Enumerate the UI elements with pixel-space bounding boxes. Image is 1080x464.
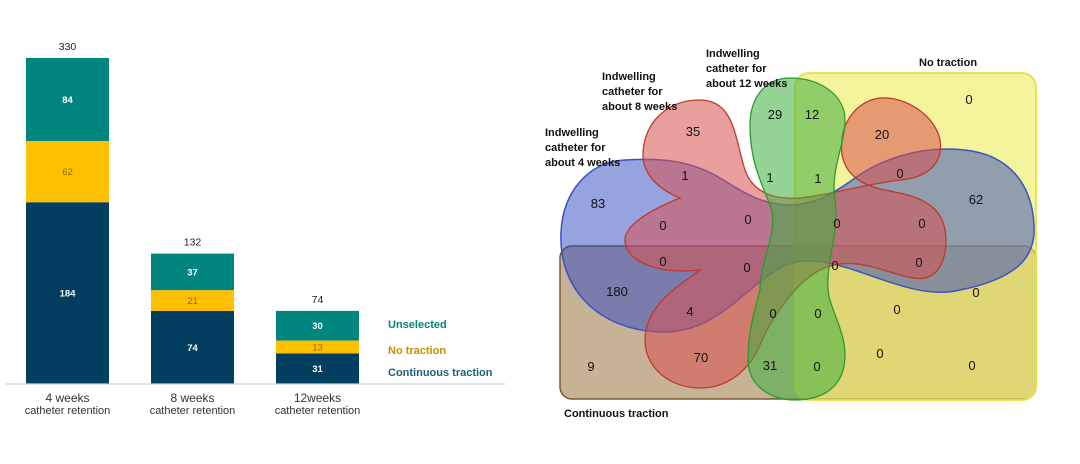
data-label-1-continuous-traction: 184: [60, 289, 77, 300]
bar-series-group: [26, 58, 359, 384]
x-tick-sublabel-1: catheter retention: [25, 405, 111, 417]
label-set-no-traction: No traction: [919, 57, 977, 69]
count-4w-8w-nt: 0: [896, 166, 903, 181]
bar-3-unselected: [276, 310, 359, 341]
label-set-continuous-traction: Continuous traction: [564, 408, 669, 420]
count-4w-nt: 62: [969, 192, 983, 207]
count-4w-12w-nt: 0: [833, 216, 840, 231]
bar-legend: Unselected No traction Continuous tracti…: [388, 319, 493, 379]
data-label-3-unselected: 30: [312, 321, 323, 332]
count-4w-12w-ct: 0: [659, 254, 666, 269]
count-4w-only: 83: [591, 196, 605, 211]
count-4w-12w-nt-ct: 0: [915, 255, 922, 270]
count-4w-ct: 180: [606, 284, 628, 299]
legend-unselected: Unselected: [388, 319, 447, 331]
bar-value-labels: 184 62 84 330 74 21 37 132 31 13 30 74: [59, 41, 324, 375]
bar-2-unselected: [151, 253, 234, 291]
set-12-weeks: [747, 77, 846, 401]
count-8w-12w: 1: [766, 170, 773, 185]
count-4w-8w-nt-ct: 0: [893, 302, 900, 317]
count-8w-nt: 20: [875, 127, 889, 142]
count-4w-8w: 1: [681, 168, 688, 183]
legend-continuous-traction: Continuous traction: [388, 367, 493, 379]
count-8w-12w-nt-ct: 0: [814, 306, 821, 321]
count-4w-8w-12w-ct: 0: [743, 260, 750, 275]
bar-1-unselected: [26, 58, 109, 141]
count-8w-12w-nt: 1: [814, 171, 821, 186]
total-label-2: 132: [184, 237, 202, 249]
bar-1-no-traction: [26, 140, 109, 203]
count-4w-12w: 0: [659, 218, 666, 233]
label-set-8-weeks: Indwelling catheter for about 8 weeks: [602, 71, 677, 113]
total-label-1: 330: [59, 41, 77, 53]
bar-1-continuous-traction: [26, 202, 109, 384]
x-tick-label-3: 12weeks: [294, 391, 341, 405]
data-label-1-no-traction: 62: [62, 167, 73, 178]
venn-region-counts: 83 35 29 12 0 20 1 1 1 0 62 0 0 0 0 0 0 …: [587, 92, 983, 374]
count-4w-8w-12w-nt: 0: [918, 216, 925, 231]
total-label-3: 74: [312, 294, 324, 306]
data-label-2-unselected: 37: [187, 267, 198, 278]
bar-3-continuous-traction: [276, 353, 359, 384]
count-8w-12w-ct: 0: [769, 306, 776, 321]
count-ct-only: 9: [587, 359, 594, 374]
bar-2-continuous-traction: [151, 310, 234, 384]
data-label-3-continuous-traction: 31: [312, 364, 323, 375]
count-12w-ct: 31: [763, 358, 777, 373]
count-all-five: 0: [831, 258, 838, 273]
bar-2-no-traction: [151, 290, 234, 311]
label-set-12-weeks: Indwelling catheter for about 12 weeks: [706, 48, 787, 90]
count-4w-8w-12w: 0: [744, 212, 751, 227]
x-tick-sublabel-2: catheter retention: [150, 405, 236, 417]
count-12w-nt-ct: 0: [813, 359, 820, 374]
count-4w-nt-ct: 0: [972, 285, 979, 300]
venn-diagram: Indwelling catheter for about 4 weeks In…: [545, 48, 1037, 420]
x-tick-label-1: 4 weeks: [45, 391, 89, 405]
data-label-2-continuous-traction: 74: [187, 343, 198, 354]
x-tick-sublabel-3: catheter retention: [275, 405, 361, 417]
count-8w-ct: 70: [694, 350, 708, 365]
count-8w-nt-ct: 0: [876, 346, 883, 361]
bar-3-no-traction: [276, 340, 359, 354]
count-12w-nt: 12: [805, 107, 819, 122]
data-label-1-unselected: 84: [62, 95, 73, 106]
label-set-4-weeks: Indwelling catheter for about 4 weeks: [545, 127, 620, 169]
data-label-3-no-traction: 13: [312, 342, 323, 353]
data-label-2-no-traction: 21: [187, 296, 198, 307]
x-tick-label-2: 8 weeks: [170, 391, 214, 405]
count-nt-only: 0: [965, 92, 972, 107]
count-nt-ct: 0: [968, 358, 975, 373]
legend-no-traction: No traction: [388, 345, 446, 357]
count-8w-only: 35: [686, 124, 700, 139]
count-12w-only: 29: [768, 107, 782, 122]
count-4w-8w-ct: 4: [686, 304, 693, 319]
